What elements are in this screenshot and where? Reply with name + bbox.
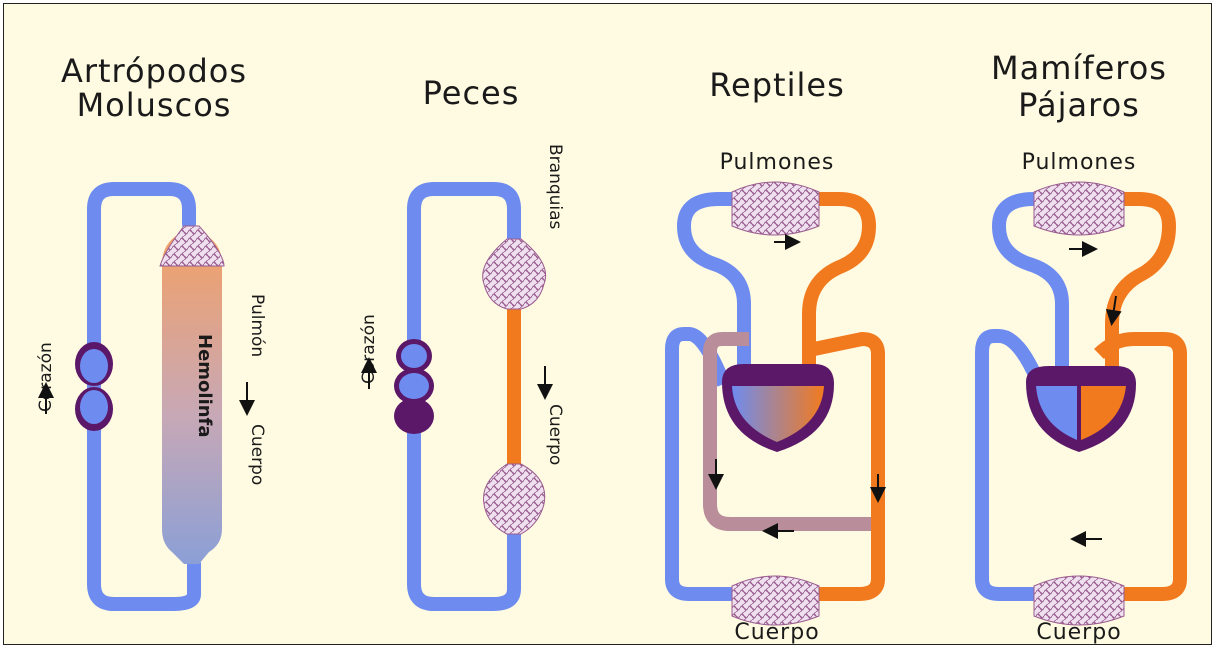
body-capillaries <box>732 576 819 625</box>
title-mammals-line2: Pájaros <box>1018 86 1140 124</box>
title-mammals-line1: Mamíferos <box>991 49 1167 87</box>
label-cuerpo: Cuerpo <box>247 424 267 485</box>
label-pulmones: Pulmones <box>720 150 835 175</box>
label-cuerpo: Cuerpo <box>734 620 819 644</box>
body-capillaries <box>1034 576 1124 625</box>
title-fish: Peces <box>423 74 520 112</box>
heart <box>394 339 434 434</box>
title-arthropods-line1: Artrópodos <box>61 52 247 90</box>
panel-arthropods: Artrópodos Moluscos Corazón Pulmón Cuerp… <box>36 52 267 604</box>
label-branquias: Branquias <box>545 144 565 230</box>
label-pulmon: Pulmón <box>247 294 267 357</box>
label-cuerpo: Cuerpo <box>545 404 565 465</box>
panel-fish: Peces Corazón Branquias Cuerpo <box>359 74 565 604</box>
lung-capillaries <box>160 226 224 266</box>
title-reptiles: Reptiles <box>709 66 844 104</box>
gill-capillaries <box>483 239 546 309</box>
label-cuerpo: Cuerpo <box>1036 620 1121 644</box>
panel-mammals: Mamíferos Pájaros Pulmones Cuerpo <box>982 49 1180 644</box>
lung-capillaries <box>732 182 819 235</box>
body-capillaries <box>483 464 544 534</box>
circulatory-systems-diagram: Artrópodos Moluscos Corazón Pulmón Cuerp… <box>4 4 1211 644</box>
lung-capillaries <box>1034 182 1124 235</box>
title-arthropods-line2: Moluscos <box>77 86 232 124</box>
diagram-frame: Artrópodos Moluscos Corazón Pulmón Cuerp… <box>3 3 1212 645</box>
label-hemolinfa: Hemolinfa <box>194 334 215 438</box>
panel-reptiles: Reptiles Pulmones Cuerpo <box>672 66 878 644</box>
label-pulmones: Pulmones <box>1022 150 1137 175</box>
